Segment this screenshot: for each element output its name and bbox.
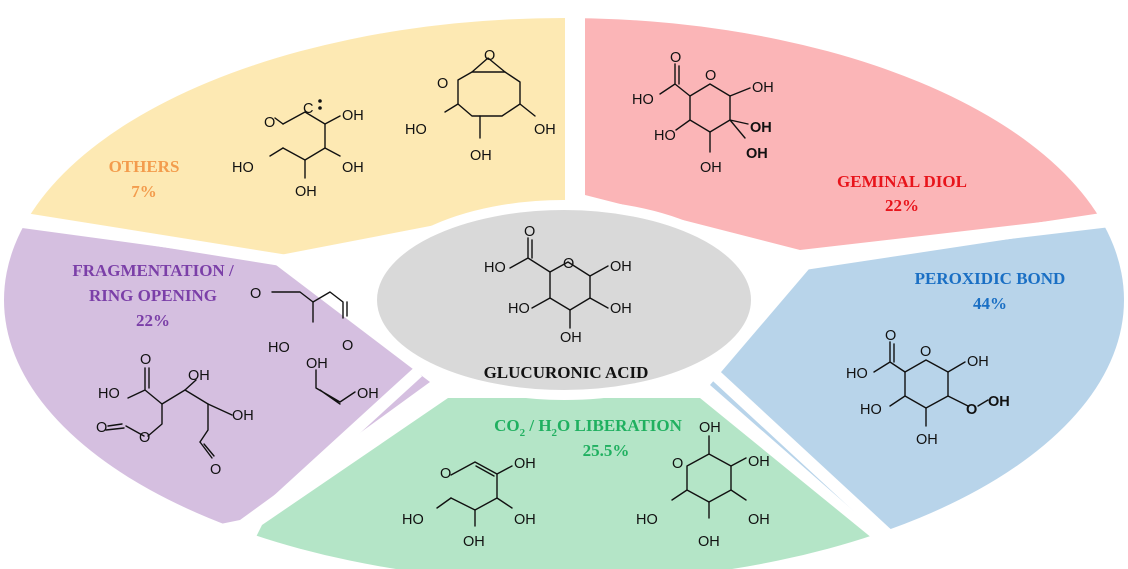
geminal-oh-bold-1: OH (750, 120, 772, 136)
fragmentation-enediol-structure: OH OH (306, 356, 379, 405)
peroxidic-ring-o: O (920, 344, 931, 360)
geminal-diol-title: GEMINAL DIOL (837, 172, 967, 191)
geminal-acid-ho: HO (632, 92, 654, 108)
hexose-ring-o: O (672, 456, 683, 472)
peroxidic-oh-1: OH (967, 354, 989, 370)
center-ellipse (367, 200, 761, 400)
co2-suffix: O LIBERATION (557, 416, 683, 435)
others-oh-1: OH (342, 108, 364, 124)
peroxidic-ho-3: HO (860, 402, 882, 418)
hexose-oh-4: OH (698, 534, 720, 550)
others-oh-3: OH (342, 160, 364, 176)
geminal-ho-2: HO (654, 128, 676, 144)
co2-hexose-structure: OH O OH HO OH OH (636, 420, 770, 550)
geminal-carbonyl-o: O (670, 50, 681, 66)
geminal-diol-percent: 22% (885, 196, 919, 215)
hexose-ho-2: HO (636, 512, 658, 528)
center-ho-3: HO (508, 301, 530, 317)
frag-ester-ho: HO (98, 386, 120, 402)
fragmentation-percent: 22% (136, 311, 170, 330)
peroxidic-acid-ho: HO (846, 366, 868, 382)
frag-enediol-oh-1: OH (306, 356, 328, 372)
frag-ho-1: HO (268, 340, 290, 356)
center-oh-4: OH (560, 330, 582, 346)
peroxidic-carbonyl-o: O (885, 328, 896, 344)
frag-ester-ether-o: O (139, 430, 150, 446)
peroxidic-bond-title: PEROXIDIC BOND (915, 269, 1066, 288)
center-ring-oxygen: O (563, 256, 574, 272)
frag-ester-oh-2: OH (232, 408, 254, 424)
fragmentation-title-line2: RING OPENING (89, 286, 217, 305)
segment-co2-h2o-liberation (240, 398, 910, 569)
geminal-oh-bold-2: OH (746, 146, 768, 162)
peroxidic-structure: O HO O OH O OH HO OH (846, 328, 1010, 448)
center-oh-1: OH (610, 259, 632, 275)
center-acid-ho: HO (484, 260, 506, 276)
others-ring-oxygen: O (264, 115, 275, 131)
frag-ester-aldehyde-o: O (210, 462, 221, 478)
center-label: GLUCURONIC ACID (484, 363, 649, 382)
others-ho-2: HO (232, 160, 254, 176)
hexose-oh-3: OH (748, 512, 770, 528)
frag-ester-oh-1: OH (188, 368, 210, 384)
others-percent: 7% (131, 182, 157, 201)
others-title: OTHERS (109, 157, 180, 176)
epoxide-ho-1: HO (405, 122, 427, 138)
frag-aldehyde-o-2: O (342, 338, 353, 354)
center-oh-2: OH (610, 301, 632, 317)
geminal-ring-o: O (705, 68, 716, 84)
frag-ester-carbonyl-o: O (140, 352, 151, 368)
glucuronic-acid-structure: O O HO OH OH HO OH (484, 224, 632, 346)
geminal-oh-3: OH (700, 160, 722, 176)
fragmentation-ester-structure: O HO OH OH O O O (96, 352, 254, 478)
fragmentation-dialdehyde-structure: O HO O (250, 286, 353, 356)
peroxidic-oh-4: OH (916, 432, 938, 448)
epoxide-ring-oxygen: O (437, 76, 448, 92)
hexose-oh-1: OH (748, 454, 770, 470)
geminal-oh-1: OH (752, 80, 774, 96)
h2o-subscript: 2 (552, 427, 558, 439)
others-carbene-c: C (303, 101, 313, 117)
fragmentation-title-line1: FRAGMENTATION / (72, 261, 234, 280)
enol-oh-1: OH (514, 456, 536, 472)
h2o-mid: / H (525, 416, 551, 435)
epoxide-oh-2: OH (534, 122, 556, 138)
co2-prefix: CO (494, 416, 520, 435)
segment-geminal-diol (585, 18, 1124, 250)
co2-subscript: 2 (520, 427, 526, 439)
others-oh-4: OH (295, 184, 317, 200)
enol-oh-4: OH (463, 534, 485, 550)
geminal-diol-structure: O HO O OH OH OH HO OH (632, 50, 774, 176)
epoxide-oh-3: OH (470, 148, 492, 164)
peroxidic-bond-percent: 44% (973, 294, 1007, 313)
center-carbonyl-oxygen: O (524, 224, 535, 240)
enol-ring-o: O (440, 466, 451, 482)
frag-aldehyde-o-1: O (250, 286, 261, 302)
co2-h2o-title: CO2 / H2O LIBERATION (494, 416, 683, 439)
others-carbene-structure: O C OH HO OH OH (232, 99, 364, 200)
epoxide-oxygen: O (484, 48, 495, 64)
co2-h2o-percent: 25.5% (583, 441, 630, 460)
frag-ester-formyl-o: O (96, 420, 107, 436)
hexose-oh-top: OH (699, 420, 721, 436)
peroxidic-o-1: O (966, 402, 977, 418)
frag-enediol-oh-2: OH (357, 386, 379, 402)
peroxidic-oh-2: OH (988, 394, 1010, 410)
enol-ho-2: HO (402, 512, 424, 528)
co2-enol-structure: O OH HO OH OH (402, 456, 536, 550)
others-epoxide-structure: O O HO OH OH (405, 48, 556, 164)
enol-oh-3: OH (514, 512, 536, 528)
